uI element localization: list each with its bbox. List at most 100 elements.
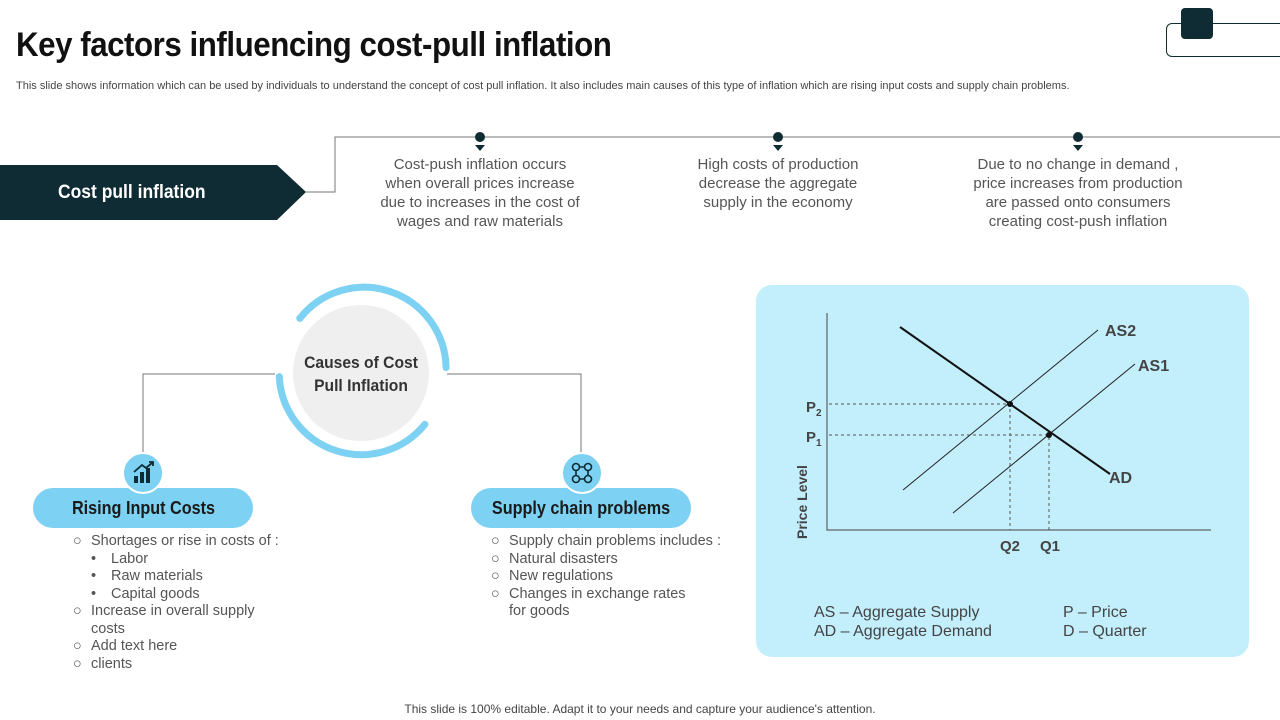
graph-axes (826, 313, 1211, 531)
list-item: • Labor (73, 551, 303, 569)
list-bullet: ○ (491, 568, 500, 584)
point-1-line: wages and raw materials (397, 213, 563, 230)
list-item-text: Labor (111, 550, 149, 567)
q1-label: Q1 (1040, 538, 1060, 555)
as1-label: AS1 (1138, 358, 1169, 375)
list-item-text: Supply chain problems includes : (509, 533, 721, 549)
list-item-text: Changes in exchange rates (509, 585, 686, 602)
banner-label: Cost pull inflation (58, 182, 206, 203)
causes-arc-bottom (275, 373, 429, 459)
point-3-line: are passed onto consumers (985, 194, 1171, 211)
ad-line (899, 326, 1111, 475)
point-3-line: creating cost-push inflation (988, 213, 1168, 230)
connector-left (142, 373, 275, 454)
point-2-line: decrease the aggregate (698, 175, 858, 192)
ad-label: AD (1109, 470, 1132, 487)
point-1-line: Cost-push inflation occurs (393, 156, 567, 173)
point-text-2: High costs of production decrease the ag… (658, 155, 898, 212)
list-bullet: ○ (73, 533, 82, 549)
point-2-line: supply in the economy (703, 194, 853, 211)
list-item-text: costs (91, 620, 125, 637)
y-axis-label: Price Level (794, 465, 810, 539)
supply-chain-icon (561, 452, 603, 494)
point-text-3: Due to no change in demand , price incre… (958, 155, 1198, 231)
causes-circle (293, 305, 429, 441)
q2-label: Q2 (1000, 538, 1020, 555)
p1-q1-guide (829, 434, 1050, 530)
chart-growth-icon (122, 452, 164, 494)
as2-line (902, 329, 1099, 491)
list-bullet: • (91, 568, 97, 584)
causes-label-line: Pull Inflation (314, 376, 408, 395)
list-bullet: ○ (491, 550, 500, 567)
rising-input-costs-title: Rising Input Costs (71, 497, 215, 518)
list-item: • Capital goods (73, 586, 303, 604)
equilibrium-point-2 (1007, 401, 1013, 407)
page-title: Key factors influencing cost-pull inflat… (16, 26, 612, 64)
p2-label: P2 (806, 399, 822, 419)
p2-q2-guide (829, 403, 1011, 530)
list-item: ○ Supply chain problems includes : (491, 533, 741, 551)
decorative-frame (1166, 23, 1280, 57)
decorative-square (1181, 8, 1213, 39)
timeline-marker-1 (475, 132, 485, 151)
list-item-text: Natural disasters (509, 550, 618, 567)
p1-letter: P (806, 429, 816, 446)
list-item-text: for goods (509, 603, 570, 619)
causes-arc-top (296, 283, 450, 372)
as-ad-graph-panel (756, 285, 1249, 657)
legend-p: P – Price (1063, 604, 1128, 621)
rising-input-costs-pill: Rising Input Costs (33, 488, 253, 528)
point-2-line: High costs of production (697, 156, 859, 173)
timeline-connectors (306, 132, 1280, 193)
p2-subscript: 2 (816, 408, 822, 419)
list-item: • Raw materials (73, 568, 303, 586)
connector-right (447, 373, 582, 454)
p1-label: P1 (806, 429, 822, 449)
legend-ad: AD – Aggregate Demand (814, 623, 992, 640)
list-bullet: ○ (491, 585, 500, 602)
list-item: ○ Shortages or rise in costs of : (73, 533, 303, 551)
point-1-line: when overall prices increase (385, 175, 575, 192)
list-item-text: Raw materials (111, 568, 203, 584)
list-item: ○ Add text here (73, 638, 303, 656)
list-item-text: clients (91, 655, 133, 672)
list-item: ○ Natural disasters (491, 551, 741, 569)
list-item: ○ New regulations (491, 568, 741, 586)
list-bullet: • (91, 585, 97, 602)
page-subtitle: This slide shows information which can b… (16, 80, 1070, 92)
list-item-text: Capital goods (111, 585, 200, 602)
point-3-line: price increases from production (973, 175, 1183, 192)
list-item: ○ clients (73, 656, 303, 674)
p1-subscript: 1 (816, 438, 822, 449)
supply-chain-list: ○ Supply chain problems includes : ○ Natur… (491, 533, 741, 621)
list-item-text: Add text here (91, 638, 178, 654)
list-bullet: • (91, 550, 97, 567)
p2-letter: P (806, 399, 816, 416)
as1-line (952, 363, 1136, 514)
list-bullet: ○ (73, 655, 82, 672)
timeline-marker-3 (1073, 132, 1083, 151)
list-bullet: ○ (73, 603, 82, 619)
list-item-text: New regulations (509, 568, 613, 584)
footer-note: This slide is 100% editable. Adapt it to… (404, 702, 876, 716)
cost-pull-banner (0, 165, 306, 220)
list-item-text: Shortages or rise in costs of : (91, 533, 279, 549)
rising-input-costs-list: ○Shortages or rise in costs of : •Labor … (73, 533, 303, 673)
supply-chain-pill: Supply chain problems (471, 488, 691, 528)
legend-as: AS – Aggregate Supply (814, 604, 980, 621)
list-bullet: ○ (73, 638, 82, 654)
point-1-line: due to increases in the cost of (380, 194, 580, 211)
legend-d: D – Quarter (1063, 623, 1147, 640)
list-bullet: ○ (491, 533, 500, 549)
as-ad-graph: AS2 AS1 AD P2 P1 Q2 Q1 Price Level (794, 313, 1211, 555)
causes-center-label: Causes of Cost Pull Inflation (301, 351, 421, 397)
causes-label-line: Causes of Cost (304, 353, 418, 372)
supply-chain-title: Supply chain problems (491, 497, 671, 518)
causes-diagram (142, 283, 582, 459)
as2-label: AS2 (1105, 323, 1136, 340)
timeline-marker-2 (773, 132, 783, 151)
list-item-text: Increase in overall supply (91, 603, 255, 619)
